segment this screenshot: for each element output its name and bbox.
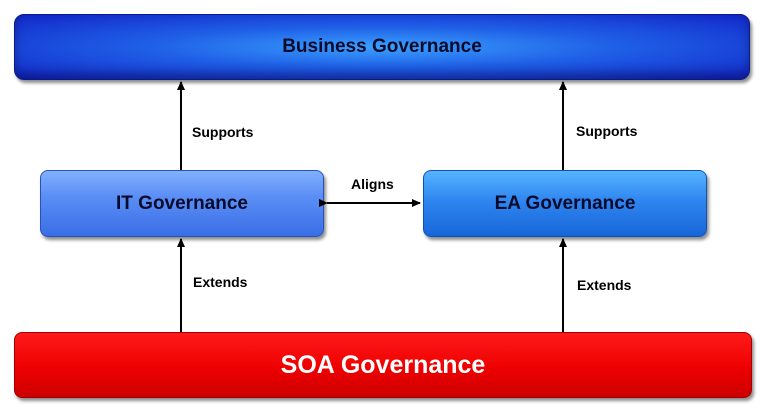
it-governance-box: IT Governance [40, 170, 324, 237]
it-governance-label: IT Governance [116, 192, 248, 214]
supports-label-left: Supports [192, 124, 254, 140]
extends-label-left: Extends [193, 274, 248, 290]
supports-label-right: Supports [576, 123, 638, 139]
soa-governance-box: SOA Governance [14, 332, 752, 398]
business-governance-label: Business Governance [282, 36, 482, 57]
extends-label-right: Extends [577, 277, 632, 293]
aligns-label: Aligns [351, 176, 394, 192]
ea-governance-label: EA Governance [494, 192, 636, 214]
ea-governance-box: EA Governance [423, 170, 707, 237]
business-governance-box: Business Governance [14, 14, 750, 80]
soa-governance-label: SOA Governance [280, 350, 486, 379]
